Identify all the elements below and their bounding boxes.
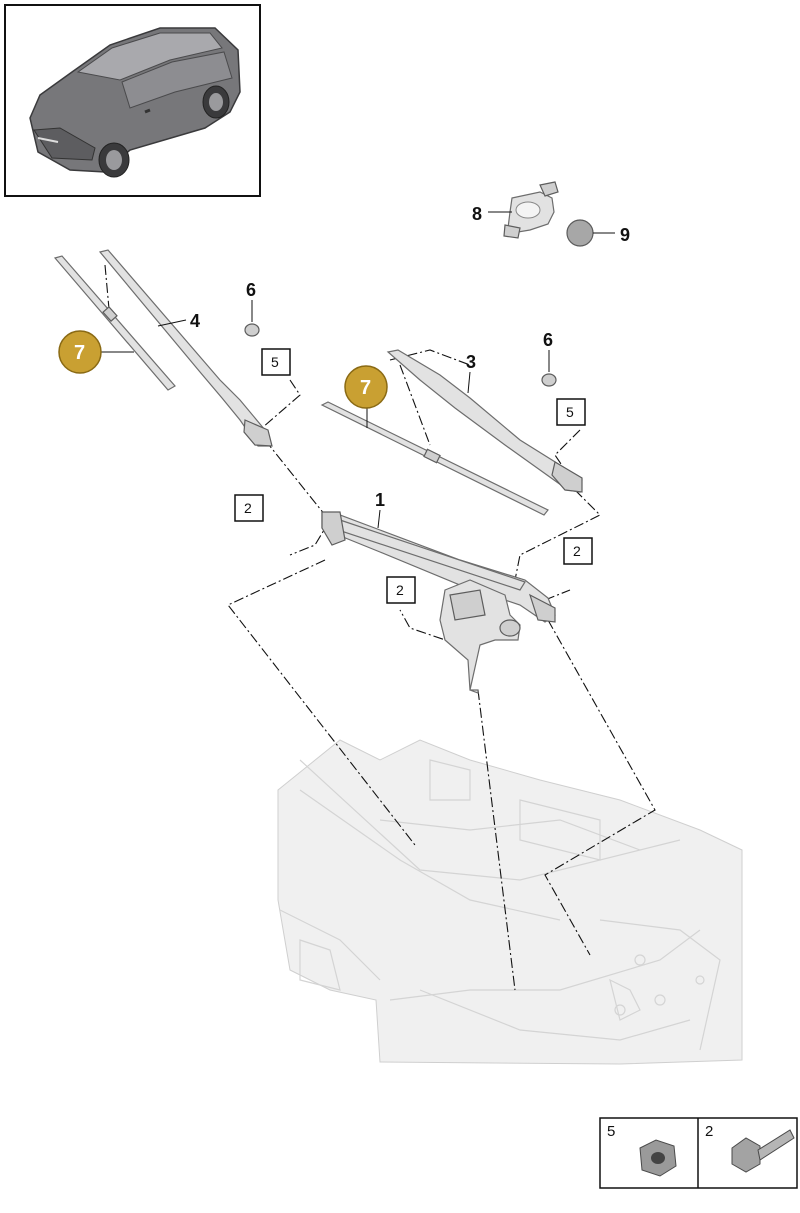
svg-text:2: 2 (396, 582, 404, 598)
callout-4: 4 (190, 311, 200, 331)
rain-sensor (503, 181, 559, 239)
right-wiper-arm (386, 349, 583, 493)
left-wiper-arm (98, 249, 273, 447)
legend-label-2: 2 (705, 1123, 713, 1140)
leader-lines (101, 211, 615, 529)
vehicle-thumbnail (4, 4, 261, 197)
hex-bolt-icon (731, 1129, 795, 1173)
callout-9: 9 (620, 225, 630, 245)
badge-7-center: 7 (344, 365, 388, 409)
left-wiper-blade (53, 255, 176, 391)
svg-text:7: 7 (360, 377, 371, 399)
callout-1: 1 (375, 490, 385, 510)
cap-part-left (244, 323, 260, 337)
callout-6-left: 6 (246, 280, 256, 300)
boxed-callout-2-left: 2 (234, 494, 264, 522)
fastener-legend: 5 2 (599, 1117, 798, 1189)
boxed-callout-2-right: 2 (563, 537, 593, 565)
svg-text:5: 5 (566, 404, 574, 420)
cap-part-right (541, 373, 557, 387)
hex-nut-icon (639, 1139, 677, 1177)
suv-icon (29, 27, 241, 178)
svg-text:2: 2 (244, 500, 252, 516)
boxed-callouts: 5 5 2 2 2 (234, 348, 593, 604)
boxed-callout-2-motor: 2 (386, 576, 416, 604)
svg-text:2: 2 (573, 543, 581, 559)
callout-3: 3 (466, 352, 476, 372)
vehicle-body-structure (277, 739, 743, 1065)
callout-labels: 1 3 4 6 6 8 9 (190, 204, 630, 510)
gel-pad (566, 219, 594, 247)
boxed-callout-5-right: 5 (556, 398, 586, 426)
wiper-motor (439, 579, 521, 694)
callout-8: 8 (472, 204, 482, 224)
boxed-callout-5-left: 5 (261, 348, 291, 376)
svg-text:5: 5 (271, 354, 279, 370)
callout-6-right: 6 (543, 330, 553, 350)
legend-label-5: 5 (607, 1123, 615, 1140)
wiper-linkage (321, 511, 556, 623)
center-wiper-blade (320, 401, 549, 516)
badge-7-left: 7 (58, 330, 102, 374)
svg-text:7: 7 (74, 342, 85, 364)
